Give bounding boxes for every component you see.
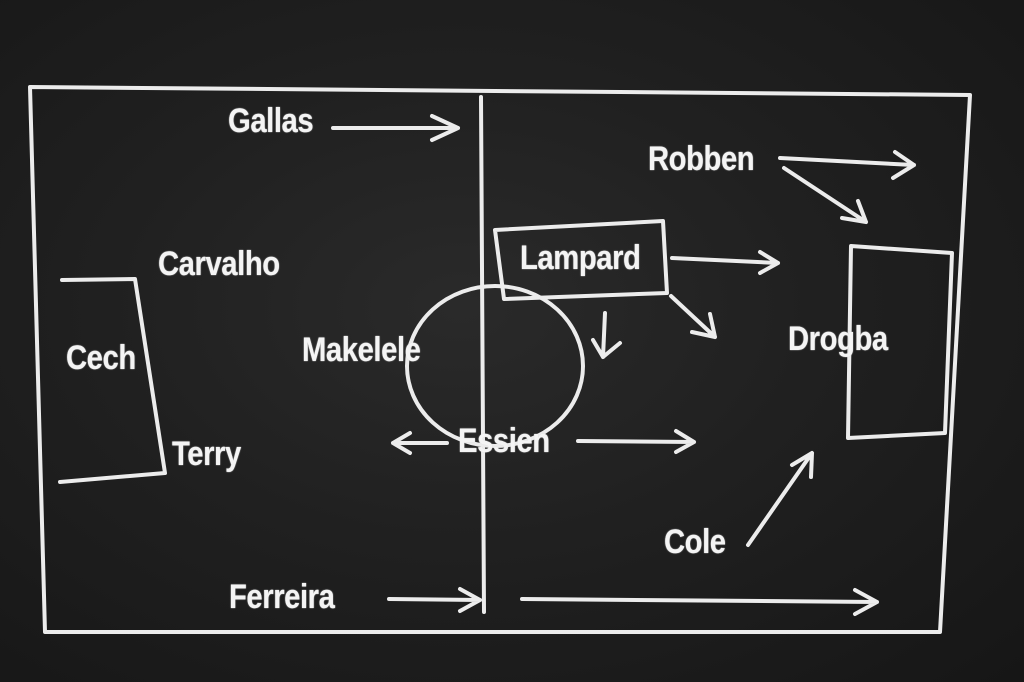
player-label-cech: Cech	[66, 339, 136, 377]
right-goal-box	[846, 244, 954, 440]
arrow-essien-back	[391, 431, 449, 455]
arrow-lampard-drop	[591, 311, 622, 359]
arrow-essien-forward	[576, 429, 696, 454]
left-goal-box	[58, 277, 167, 484]
arrow-ferreira-long	[520, 588, 879, 616]
halfway-line	[479, 95, 486, 614]
player-label-makelele: Makelele	[302, 331, 421, 369]
arrow-robben-wide	[778, 150, 916, 180]
player-label-carvalho: Carvalho	[158, 245, 280, 283]
arrow-lampard-diagonal	[669, 294, 717, 339]
movement-arrows	[331, 114, 916, 616]
player-label-ferreira: Ferreira	[229, 578, 335, 616]
player-label-essien: Essien	[458, 422, 550, 460]
pitch-outline	[28, 85, 972, 634]
lampard-highlight-box	[493, 219, 669, 301]
arrow-ferreira-short	[387, 587, 482, 613]
center-circle	[405, 284, 585, 448]
arrow-robben-cut	[782, 166, 868, 224]
player-label-terry: Terry	[172, 435, 241, 473]
player-label-robben: Robben	[648, 140, 755, 178]
player-label-lampard: Lampard	[520, 239, 641, 277]
player-label-drogba: Drogba	[788, 320, 888, 358]
arrow-lampard-forward	[670, 250, 780, 275]
player-label-cole: Cole	[664, 523, 726, 561]
arrow-gallas	[331, 114, 460, 142]
arrow-cole	[746, 451, 814, 547]
player-label-gallas: Gallas	[228, 102, 314, 140]
